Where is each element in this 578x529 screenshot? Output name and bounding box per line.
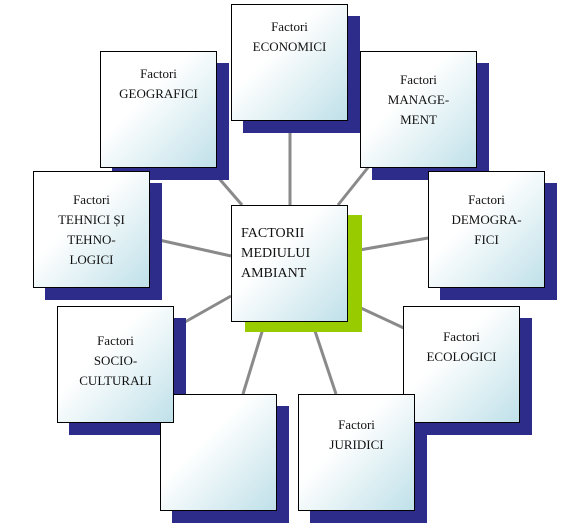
connector-line	[184, 294, 232, 324]
center-label-line: MEDIULUI	[241, 246, 311, 261]
factor-box-geografici: Factori GEOGRAFICI	[100, 51, 217, 168]
factor-label-line: ECONOMICI	[252, 39, 327, 54]
factor-box-ecologici: Factori ECOLOGICI	[403, 306, 520, 423]
factor-label-line: MENT	[400, 112, 437, 127]
factor-label-line: MANAGE-	[387, 92, 450, 107]
connector-line	[149, 236, 232, 258]
factor-box-demografici: Factori DEMOGRA- FICI	[428, 171, 545, 288]
factor-label-line: Factori	[468, 192, 505, 207]
center-label-line: AMBIANT	[241, 266, 307, 281]
factor-label-line: TEHNO-	[67, 232, 116, 247]
factor-label-line: Factori	[338, 417, 375, 432]
factor-label-line: JURIDICI	[329, 437, 384, 452]
factor-label-line: DEMOGRA-	[451, 212, 522, 227]
factor-box-economici: Factori ECONOMICI	[231, 4, 348, 121]
factor-label-line: Factori	[443, 329, 480, 344]
factor-label-line: ECOLOGICI	[426, 349, 497, 364]
center-box-factorii-mediului-ambiant: FACTORII MEDIULUI AMBIANT	[231, 205, 348, 322]
factor-label-line: LOGICI	[69, 252, 114, 267]
factor-label-line: CULTURALI	[79, 373, 152, 388]
factor-box-juridici: Factori JURIDICI	[298, 394, 415, 511]
factor-label-line: Factori	[140, 66, 177, 81]
connector-line	[336, 164, 372, 206]
factor-label-line: SOCIO-	[93, 353, 138, 368]
factor-label-line: Factori	[97, 333, 134, 348]
factor-box-empty	[160, 394, 277, 511]
factor-box-tehnici: Factori TEHNICI ȘI TEHNO- LOGICI	[33, 171, 150, 288]
factor-label-line: FICI	[474, 232, 499, 247]
center-label-line: FACTORII	[241, 226, 305, 241]
factor-label-line: Factori	[271, 19, 308, 34]
factor-label-line: TEHNICI ȘI	[58, 212, 125, 227]
factor-label-line: GEOGRAFICI	[119, 86, 198, 101]
factor-label-line: Factori	[73, 192, 110, 207]
factor-box-management: Factori MANAGE- MENT	[360, 51, 477, 168]
factor-label-line: Factori	[400, 72, 437, 87]
connector-line	[241, 321, 267, 395]
factor-box-socioculturali: Factori SOCIO- CULTURALI	[57, 306, 174, 423]
connector-line	[310, 321, 338, 395]
